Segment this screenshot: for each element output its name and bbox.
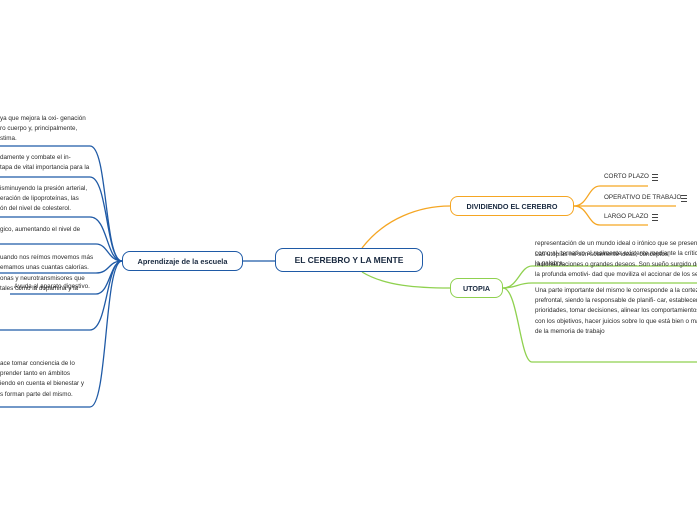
connector-utopia-leaf-3 <box>502 287 697 363</box>
connector-central-to-utopia <box>361 271 451 289</box>
topic-utopia[interactable]: UTOPIA <box>450 278 503 298</box>
connector-left-leaf-4 <box>0 243 123 262</box>
left-leaf-7[interactable]: onas y neurotransmisores que tales como … <box>0 275 85 293</box>
topic-aprendizaje-label: Aprendizaje de la escuela <box>137 256 228 266</box>
subtopic-largo-plazo[interactable]: LARGO PLAZO <box>604 213 649 220</box>
connector-left-leaf-2 <box>0 176 123 262</box>
left-connectors <box>0 145 275 408</box>
utopia-connectors <box>361 265 697 363</box>
left-leaf-6[interactable]: Ayuda al aparato digestivo. <box>14 283 90 290</box>
topic-aprendizaje[interactable]: Aprendizaje de la escuela <box>122 251 243 271</box>
topic-dividiendo[interactable]: DIVIDIENDO EL CEREBRO <box>450 196 574 216</box>
connector-left-leaf-7 <box>0 260 123 331</box>
topic-dividiendo-label: DIVIDIENDO EL CEREBRO <box>466 201 558 211</box>
connector-corto <box>573 185 648 207</box>
left-leaf-8[interactable]: ace tomar conciencia de lo prender tanto… <box>0 360 85 398</box>
central-topic-label: EL CEREBRO Y LA MENTE <box>294 255 404 265</box>
dividiendo-connectors <box>361 185 676 249</box>
connector-largo <box>573 205 648 226</box>
utopia-leaf-1[interactable]: representación de un mundo ideal o iróni… <box>535 240 697 268</box>
left-leaf-3[interactable]: isminuyendo la presión arterial, eración… <box>0 185 88 213</box>
connector-left-leaf-5 <box>0 260 123 274</box>
note-icon[interactable] <box>652 214 658 221</box>
utopia-leaf-2-text-block[interactable]: Las utopías no son solamente ideas, conc… <box>535 251 697 279</box>
subtopic-corto-plazo[interactable]: CORTO PLAZO <box>604 173 649 180</box>
connector-left-leaf-3 <box>0 216 123 262</box>
central-topic[interactable]: EL CEREBRO Y LA MENTE <box>275 248 423 272</box>
note-icon[interactable] <box>652 174 658 181</box>
subtopic-operativo-de-trabajo[interactable]: OPERATIVO DE TRABAJO <box>604 194 682 201</box>
left-leaf-1[interactable]: ya que mejora la oxi- genación ro cuerpo… <box>0 115 86 143</box>
utopia-leaf-3[interactable]: Una parte importante del mismo le corres… <box>535 287 697 335</box>
connector-utopia-leaf-2 <box>502 282 697 289</box>
left-leaf-2[interactable]: damente y combate el in- tapa de vital i… <box>0 154 90 172</box>
connector-central-to-dividiendo <box>361 205 451 249</box>
topic-utopia-label: UTOPIA <box>462 283 491 293</box>
left-leaf-5[interactable]: uando nos reímos movemos más emamos unas… <box>0 254 94 272</box>
connector-left-leaf-8 <box>0 260 123 408</box>
left-leaf-4[interactable]: gico, aumentando el nivel de <box>0 226 81 233</box>
note-icon[interactable] <box>681 195 687 202</box>
